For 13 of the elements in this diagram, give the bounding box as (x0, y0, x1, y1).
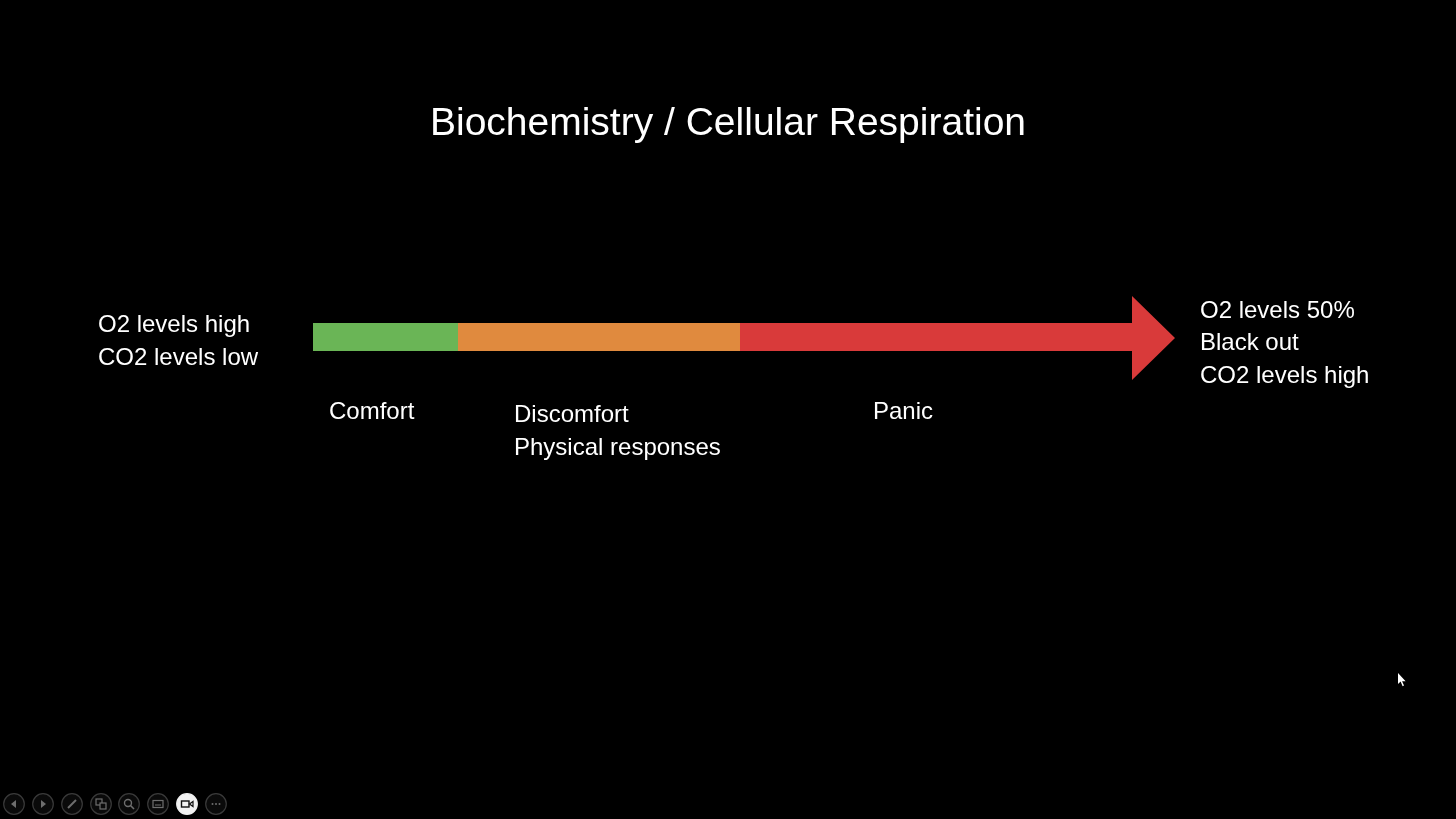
stage-label: Physical responses (514, 433, 721, 460)
bar-segment (458, 323, 740, 351)
bar-segment (313, 323, 458, 351)
slide-title: Biochemistry / Cellular Respiration (429, 99, 1026, 145)
level-note: CO2 levels high (1200, 361, 1370, 388)
arrow-segment (740, 296, 1175, 380)
level-note: O2 levels high (98, 310, 251, 337)
level-note: O2 levels 50% (1200, 296, 1355, 323)
stage-label: Panic (873, 397, 934, 424)
level-note: Black out (1200, 328, 1299, 355)
level-note: CO2 levels low (98, 343, 259, 370)
stage-label: Comfort (329, 397, 415, 424)
stage-label: Discomfort (514, 400, 629, 427)
